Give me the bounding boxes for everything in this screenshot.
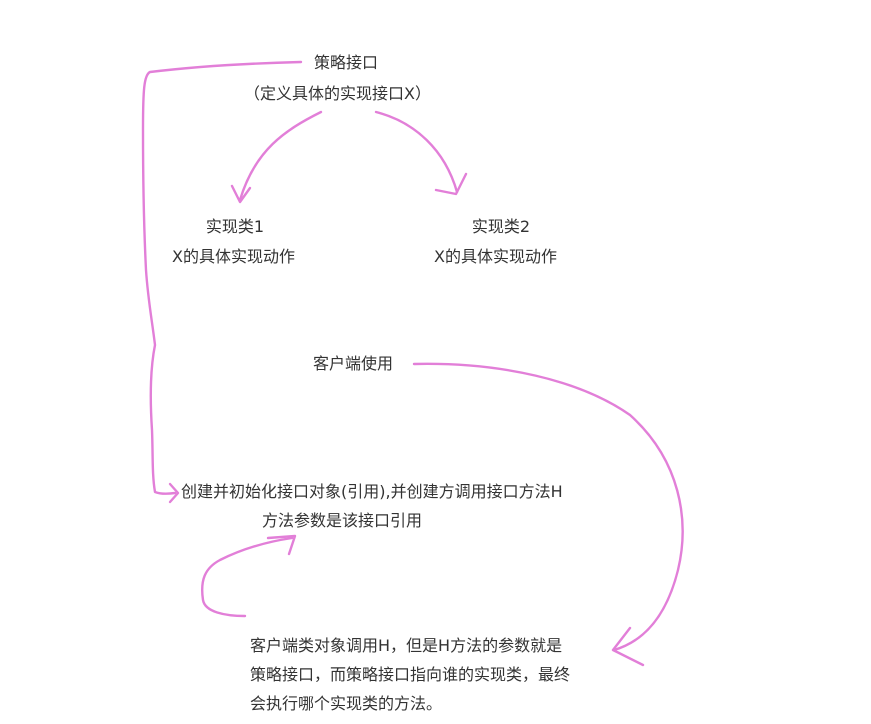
client-usage-title: 客户端使用	[313, 354, 394, 373]
arrow-client-to-explain	[412, 362, 684, 652]
impl2-desc: X的具体实现动作	[434, 247, 557, 266]
explain-line1: 客户端类对象调用H，但是H方法的参数就是	[250, 636, 563, 655]
arrowhead-impl1	[230, 184, 252, 204]
arrow-explain-to-param	[201, 536, 294, 618]
create-step-line2: 方法参数是该接口引用	[262, 511, 423, 530]
arrow-strategy-to-create	[141, 60, 303, 495]
impl2-title: 实现类2	[471, 217, 531, 236]
strategy-interface-title: 策略接口	[313, 53, 378, 72]
arrowhead-param	[266, 534, 297, 556]
arrow-strategy-to-impl2	[374, 110, 459, 194]
explain-line2: 策略接口，而策略接口指向谁的实现类，最终	[250, 665, 571, 684]
explain-line3: 会执行哪个实现类的方法。	[250, 694, 443, 713]
create-step-line1: 创建并初始化接口对象(引用),并创建方调用接口方法H	[181, 482, 563, 501]
impl1-title: 实现类1	[205, 217, 265, 236]
impl1-desc: X的具体实现动作	[172, 247, 295, 266]
arrowhead-create	[168, 482, 180, 504]
arrow-strategy-to-impl1	[238, 110, 323, 202]
arrowhead-impl2	[434, 172, 468, 196]
arrowhead-explain	[611, 626, 645, 667]
strategy-interface-subtitle: （定义具体的实现接口X）	[244, 84, 431, 103]
